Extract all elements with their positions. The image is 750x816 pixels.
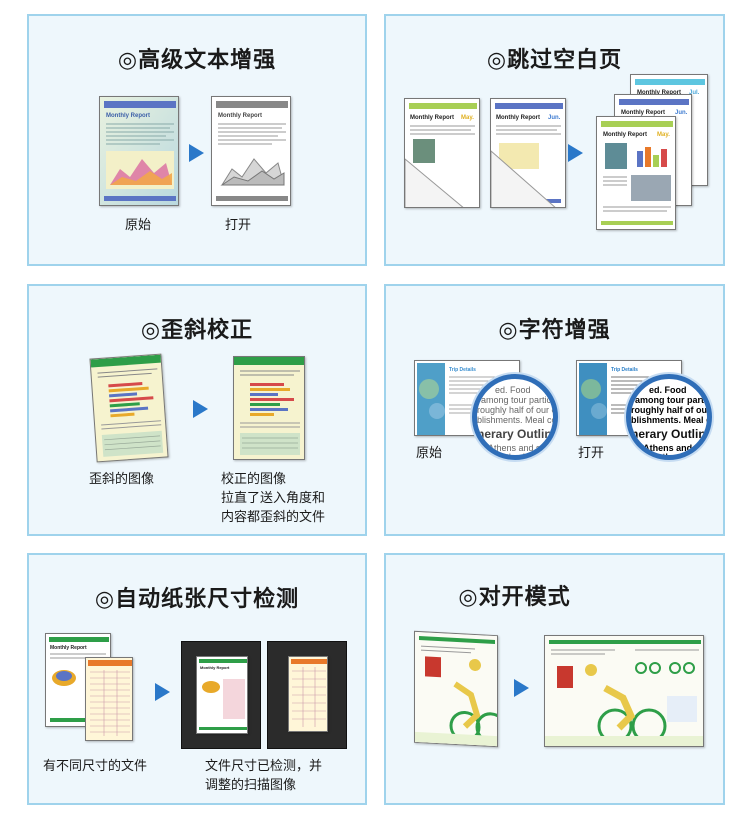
spread-document: [544, 635, 704, 747]
mag-line: ed. Food: [649, 385, 687, 395]
arrow-icon: [155, 683, 170, 701]
processed-document: Monthly Report: [211, 96, 291, 206]
mag-line: ed. Food: [495, 385, 531, 395]
small-document: [85, 657, 133, 741]
svg-text:Monthly Report: Monthly Report: [410, 115, 454, 121]
panel-title: ◎自动纸张尺寸检测: [94, 587, 300, 612]
svg-text:Monthly Report: Monthly Report: [200, 665, 230, 670]
caption-detected-line-2: 调整的扫描图像: [205, 778, 297, 793]
scan-result-small: [267, 641, 347, 749]
mag-line: in Athens and spend the day: [633, 443, 711, 453]
mag-line: Visit the Acropolis or: [487, 452, 558, 460]
panel-title: ◎对开模式: [458, 585, 571, 610]
panel-auto-size: ◎自动纸张尺寸检测 Monthly Report: [27, 553, 367, 805]
panel-title: ◎字符增强: [498, 318, 611, 343]
stack-page-jun-graphic: Monthly Report Jun.: [619, 99, 689, 116]
mag-line: blishments. Meal cost is incl: [631, 415, 712, 425]
cropped-small-graphic: [291, 659, 327, 727]
caption-processed: 打开: [578, 446, 605, 461]
panel-char-enhance: ◎字符增强 Trip Details ed. Food among tour p…: [384, 284, 725, 536]
skewed-document-graphic: [90, 354, 164, 457]
caption-corrected-line-3: 内容都歪斜的文件: [221, 510, 326, 525]
svg-text:Monthly Report: Monthly Report: [637, 90, 681, 96]
mag-line: Visit the Acropolis or: [641, 452, 712, 460]
mag-line: in Athens and spend the day: [479, 443, 556, 453]
caption-original: 原始: [416, 446, 443, 461]
corrected-document-graphic: [234, 357, 304, 455]
svg-text:Trip Details: Trip Details: [611, 367, 638, 373]
caption-processed: 打开: [225, 218, 252, 233]
original-document: Monthly Report: [99, 96, 179, 206]
scan-result-large: Monthly Report: [181, 641, 261, 749]
large-document-graphic: Monthly Report: [49, 637, 109, 722]
caption-original: 原始: [125, 218, 152, 233]
original-document-graphic: Monthly Report: [100, 97, 178, 205]
stack-page-may: Monthly Report May.: [596, 116, 676, 230]
svg-text:May.: May.: [657, 132, 670, 138]
page-jun-graphic: Monthly Report Jun.: [491, 103, 563, 207]
page-may: Monthly Report May.: [404, 98, 480, 208]
svg-text:Jul.: Jul.: [689, 90, 700, 96]
processed-document-graphic: Monthly Report: [216, 101, 288, 201]
mag-line: among tour participa: [481, 395, 558, 405]
stack-page-jul-graphic: Monthly Report Jul.: [635, 79, 705, 96]
arrow-icon: [514, 679, 529, 697]
doc-heading: Monthly Report: [106, 113, 150, 119]
mag-line: roughly half of our own m: [631, 405, 711, 415]
cropped-large-document: Monthly Report: [196, 656, 248, 734]
skewed-document: [89, 353, 169, 463]
panel-skip-blank: ◎跳过空白页 Monthly Report May. Monthly Repor…: [384, 14, 725, 266]
caption-detected-line-1: 文件尺寸已检测，并: [205, 759, 323, 774]
mag-heading: nerary Outline: [477, 427, 558, 441]
panel-title: ◎跳过空白页: [486, 48, 623, 73]
spread-document-graphic: [545, 636, 703, 746]
panel-title: ◎高级文本增强: [117, 48, 277, 73]
page-may-graphic: Monthly Report May.: [405, 103, 477, 207]
page-jun: Monthly Report Jun.: [490, 98, 566, 208]
arrow-icon: [568, 144, 583, 162]
svg-text:Monthly Report: Monthly Report: [603, 132, 647, 138]
caption-skewed: 歪斜的图像: [89, 472, 155, 487]
magnifier-original: ed. Food among tour participa roughly ha…: [472, 374, 558, 460]
panel-title: ◎歪斜校正: [140, 318, 254, 343]
mag-line: among tour participa: [635, 395, 712, 405]
arrow-icon: [189, 144, 204, 162]
mag-line: blishments. Meal cost is incl: [477, 415, 557, 425]
arrow-icon: [193, 400, 208, 418]
cropped-small-document: [288, 656, 328, 732]
panel-deskew: ◎歪斜校正: [27, 284, 367, 536]
svg-text:May.: May.: [461, 115, 474, 121]
caption-corrected-line-2: 拉直了送入角度和: [221, 491, 326, 506]
folded-document-graphic: [415, 631, 498, 748]
magnifier-processed: ed. Food among tour participa roughly ha…: [626, 374, 712, 460]
caption-corrected-line-1: 校正的图像: [221, 472, 287, 487]
panel-text-enhance: ◎高级文本增强 Monthly Report: [27, 14, 367, 266]
svg-text:Monthly Report: Monthly Report: [496, 115, 540, 121]
svg-text:Monthly Report: Monthly Report: [50, 645, 87, 651]
mag-heading: nerary Outline: [631, 427, 712, 441]
small-document-graphic: [88, 660, 132, 736]
caption-mixed-sizes: 有不同尺寸的文件: [43, 759, 148, 774]
mag-line: roughly half of our own m: [477, 405, 557, 415]
doc-heading: Monthly Report: [218, 113, 262, 119]
svg-text:Trip Details: Trip Details: [449, 367, 476, 373]
corrected-document: [233, 356, 305, 460]
svg-text:Monthly Report: Monthly Report: [621, 110, 665, 116]
panel-folio: ◎对开模式: [384, 553, 725, 805]
cropped-large-graphic: Monthly Report: [199, 659, 247, 730]
stack-page-may-graphic: Monthly Report May.: [601, 121, 673, 225]
svg-text:Jun.: Jun.: [675, 110, 688, 116]
folded-document: [414, 630, 498, 748]
svg-text:Jun.: Jun.: [548, 115, 561, 121]
